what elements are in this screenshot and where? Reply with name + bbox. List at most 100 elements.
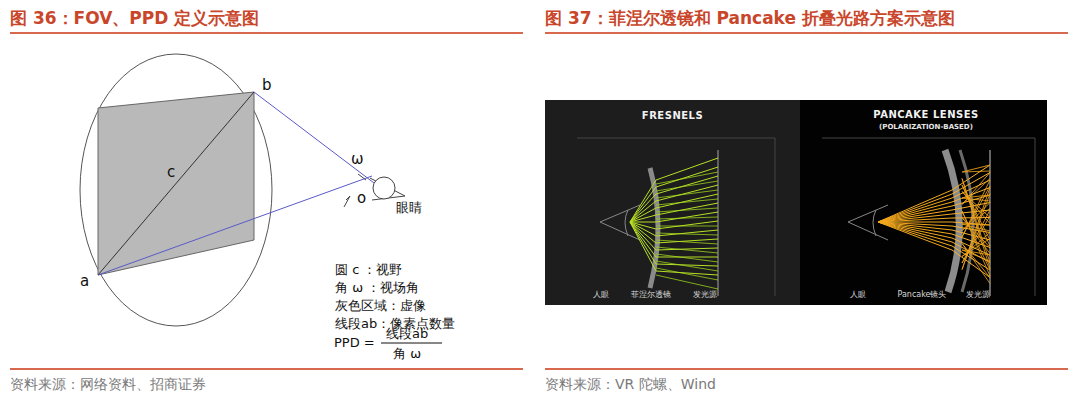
lens-panel: PANCAKE LENSES (POLARIZATION-BASED) 人眼 Panc… — [810, 100, 1042, 305]
light-ray — [962, 203, 990, 231]
light-ray — [656, 199, 718, 205]
light-ray — [962, 192, 990, 218]
light-ray — [656, 268, 718, 280]
panel-caption: 菲涅尔透镜 — [631, 290, 671, 300]
source-note: 资料来源：网络资料、招商证券 — [10, 376, 206, 393]
light-ray — [656, 271, 718, 275]
fraction-bar — [381, 343, 442, 344]
light-ray — [878, 206, 952, 222]
light-ray — [630, 222, 656, 271]
panel-caption: 人眼 — [593, 290, 609, 300]
light-ray — [878, 210, 952, 222]
legend-note: 灰色区域：虚像 — [335, 298, 426, 314]
panel-heading: (POLARIZATION-BASED) — [879, 123, 973, 131]
light-ray — [952, 180, 990, 198]
light-ray — [656, 247, 718, 253]
light-ray — [962, 198, 990, 201]
light-ray — [952, 222, 990, 225]
fov-figure — [80, 54, 442, 343]
legend-note: 圆 c ：视野 — [335, 262, 402, 278]
light-ray — [656, 248, 718, 250]
photo-ground — [545, 100, 800, 305]
segment-ab — [98, 92, 254, 275]
light-ray — [630, 187, 656, 222]
light-ray — [630, 222, 656, 257]
sight-line — [98, 176, 372, 275]
light-ray — [656, 240, 718, 244]
panel-heading: FRESNELS — [642, 110, 703, 122]
light-ray — [878, 222, 952, 242]
point-label: a — [80, 272, 89, 290]
light-ray — [630, 180, 656, 222]
light-ray — [656, 190, 718, 198]
light-ray — [656, 257, 718, 258]
formula-text: 线段ab — [386, 326, 428, 342]
source-note: 资料来源：VR 陀螺、Wind — [545, 376, 716, 393]
point-label: c — [167, 163, 175, 181]
formula-text: 角 ω — [393, 346, 421, 362]
light-ray — [630, 194, 656, 222]
light-ray — [656, 185, 718, 201]
light-ray — [630, 208, 656, 222]
figure-title: 图 36：FOV、PPD 定义示意图 — [10, 8, 259, 28]
virtual-image — [98, 92, 254, 275]
eye-label: 眼睛 — [396, 200, 422, 216]
panel-heading: PANCAKE LENSES — [873, 109, 978, 121]
panel-caption: Pancake镜头 — [897, 290, 946, 300]
title-rules — [10, 33, 1068, 369]
light-ray — [656, 212, 718, 222]
light-ray — [656, 254, 718, 262]
angle-label: ω — [351, 150, 364, 168]
light-ray — [878, 218, 952, 222]
light-ray — [952, 165, 990, 190]
figure-title: 图 37：菲涅尔透镜和 Pancake 折叠光路方案示意图 — [545, 8, 955, 28]
formula-text: PPD = — [334, 335, 375, 351]
light-ray — [656, 167, 718, 187]
angle-marker — [344, 174, 366, 207]
legend-note: 角 ω ：视场角 — [335, 280, 419, 296]
light-ray — [656, 221, 718, 229]
light-ray — [630, 222, 656, 223]
light-ray — [962, 165, 990, 172]
light-ray — [878, 190, 952, 222]
view-circle — [80, 54, 272, 326]
light-ray — [878, 222, 952, 246]
lens-panel: FRESNELS 人眼 菲涅尔透镜 发光源 — [555, 100, 790, 305]
light-ray — [878, 198, 952, 222]
light-ray — [962, 192, 990, 224]
light-ray — [656, 264, 718, 266]
lens-photo — [545, 100, 1047, 305]
light-ray — [656, 239, 718, 243]
panel-caption: 人眼 — [850, 290, 866, 300]
panel-frame — [577, 138, 775, 296]
eye-ball — [373, 177, 395, 199]
light-ray — [656, 181, 718, 191]
light-ray — [878, 222, 952, 250]
light-rays — [630, 158, 990, 289]
light-ray — [962, 185, 990, 246]
light-ray — [656, 194, 718, 208]
eye-outline — [370, 178, 405, 200]
light-ray — [630, 215, 656, 222]
panel-caption: 发光源 — [693, 290, 717, 300]
light-ray — [878, 202, 952, 222]
sight-line — [254, 92, 378, 186]
light-ray — [656, 226, 718, 227]
pancake-lens — [945, 150, 959, 292]
light-ray — [962, 244, 990, 284]
panel-caption: 发光源 — [966, 290, 990, 300]
light-ray — [962, 244, 990, 278]
light-ray — [878, 214, 952, 222]
light-ray — [962, 171, 990, 172]
photo-ground — [800, 100, 1047, 305]
light-ray — [630, 201, 656, 222]
light-ray — [962, 211, 990, 276]
point-label: o — [357, 189, 366, 207]
panel-frame — [822, 138, 1035, 296]
light-ray — [656, 275, 718, 289]
light-ray — [878, 194, 952, 222]
light-ray — [656, 230, 718, 236]
point-label: b — [262, 76, 272, 94]
